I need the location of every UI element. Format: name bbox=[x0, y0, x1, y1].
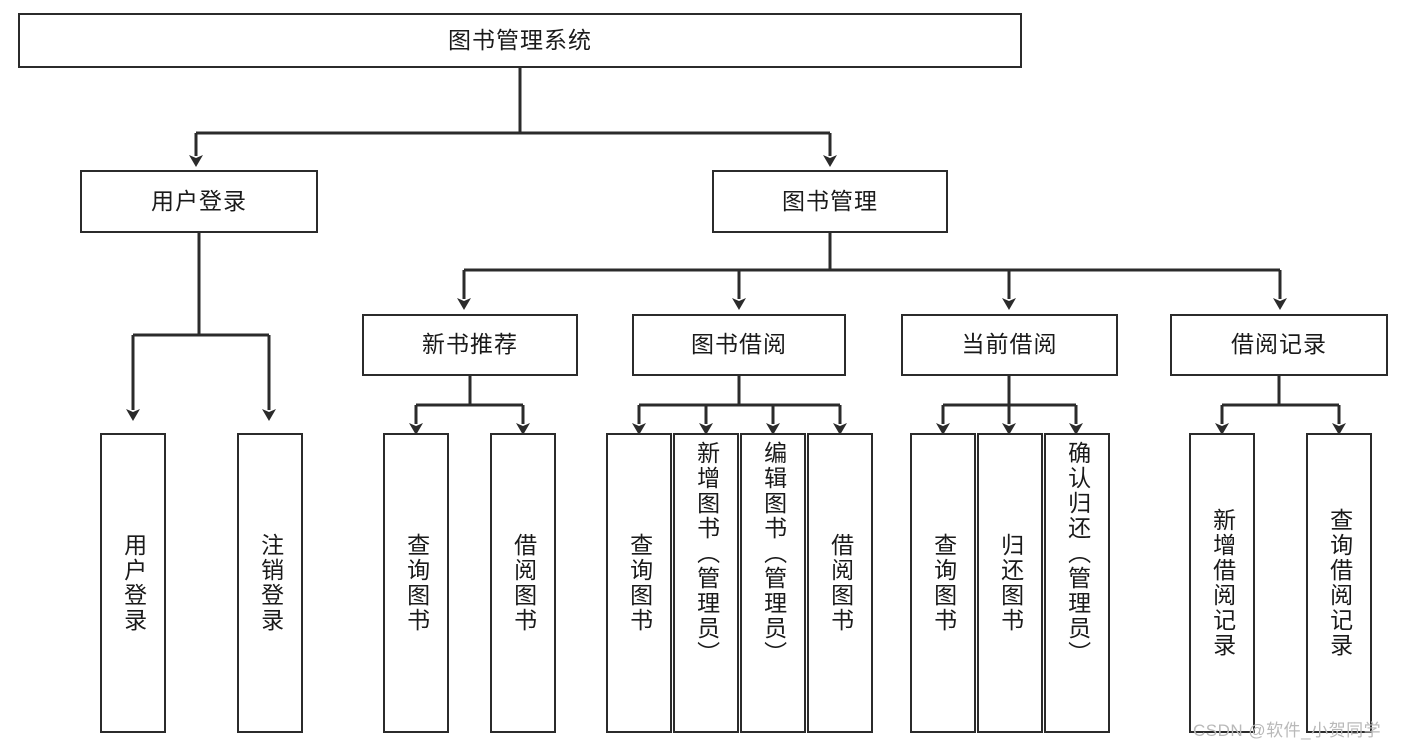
node-label: 图书管理系统 bbox=[448, 26, 592, 53]
node-label: 新增借阅记录 bbox=[1209, 508, 1236, 658]
leaf-user-login[interactable]: 用户登录 bbox=[100, 433, 166, 733]
node-borrow-record[interactable]: 借阅记录 bbox=[1170, 314, 1388, 376]
leaf-borrow-book[interactable]: 借阅图书 bbox=[807, 433, 873, 733]
node-label: 图书借阅 bbox=[691, 331, 787, 358]
node-label: 新增图书（管理员） bbox=[693, 441, 720, 666]
leaf-query-book-current[interactable]: 查询图书 bbox=[910, 433, 976, 733]
node-label: 编辑图书（管理员） bbox=[760, 441, 787, 666]
node-user-login[interactable]: 用户登录 bbox=[80, 170, 318, 233]
leaf-query-borrow-record[interactable]: 查询借阅记录 bbox=[1306, 433, 1372, 733]
leaf-return-book[interactable]: 归还图书 bbox=[977, 433, 1043, 733]
node-label: 查询图书 bbox=[626, 533, 653, 633]
leaf-logout-login[interactable]: 注销登录 bbox=[237, 433, 303, 733]
leaf-add-borrow-record[interactable]: 新增借阅记录 bbox=[1189, 433, 1255, 733]
leaf-borrow-book-recommend[interactable]: 借阅图书 bbox=[490, 433, 556, 733]
node-current-borrow[interactable]: 当前借阅 bbox=[901, 314, 1118, 376]
node-label: 用户登录 bbox=[120, 533, 147, 633]
node-label: 新书推荐 bbox=[422, 331, 518, 358]
csdn-watermark: CSDN @软件_小贺同学 bbox=[1193, 721, 1382, 740]
node-book-management[interactable]: 图书管理 bbox=[712, 170, 948, 233]
node-label: 确认归还（管理员） bbox=[1064, 441, 1091, 666]
node-label: 借阅图书 bbox=[827, 533, 854, 633]
leaf-query-book-recommend[interactable]: 查询图书 bbox=[383, 433, 449, 733]
node-label: 归还图书 bbox=[997, 533, 1024, 633]
node-book-borrow[interactable]: 图书借阅 bbox=[632, 314, 846, 376]
node-label: 注销登录 bbox=[257, 533, 284, 633]
leaf-confirm-return-admin[interactable]: 确认归还（管理员） bbox=[1044, 433, 1110, 733]
node-label: 查询图书 bbox=[403, 533, 430, 633]
leaf-query-book-borrow[interactable]: 查询图书 bbox=[606, 433, 672, 733]
node-label: 查询图书 bbox=[930, 533, 957, 633]
node-label: 查询借阅记录 bbox=[1326, 508, 1353, 658]
node-label: 图书管理 bbox=[782, 187, 878, 214]
leaf-add-book-admin[interactable]: 新增图书（管理员） bbox=[673, 433, 739, 733]
node-label: 借阅图书 bbox=[510, 533, 537, 633]
node-label: 当前借阅 bbox=[961, 331, 1058, 358]
leaf-edit-book-admin[interactable]: 编辑图书（管理员） bbox=[740, 433, 806, 733]
node-label: 用户登录 bbox=[151, 187, 247, 214]
node-new-book-recommend[interactable]: 新书推荐 bbox=[362, 314, 578, 376]
node-label: 借阅记录 bbox=[1231, 331, 1327, 358]
node-root-book-management-system[interactable]: 图书管理系统 bbox=[18, 13, 1022, 68]
